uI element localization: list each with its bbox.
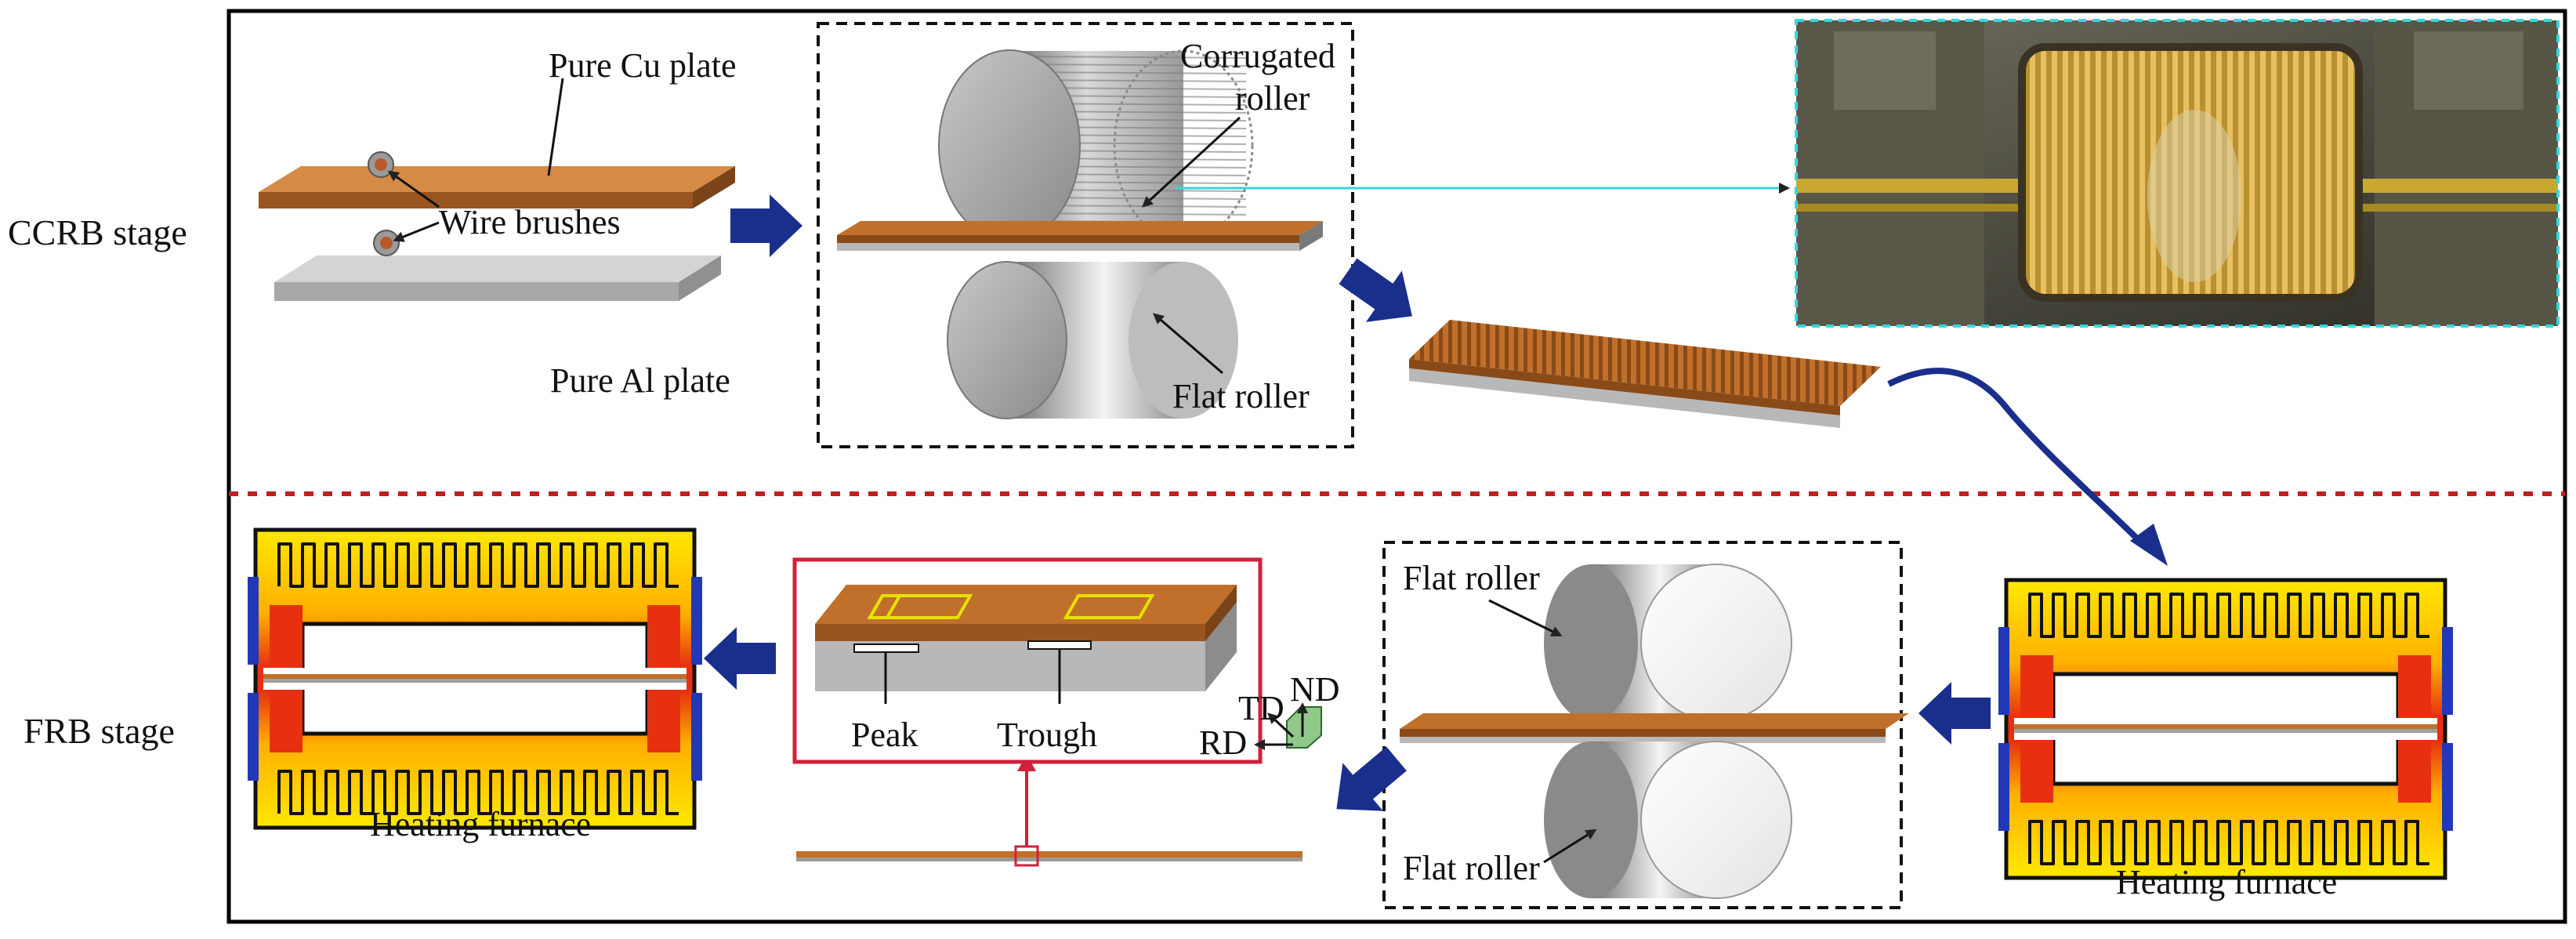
- label-roller: roller: [1235, 79, 1310, 118]
- transfer-arrowhead-icon: [2130, 524, 2168, 566]
- leader-brush-2: [393, 221, 440, 242]
- cu-plate: [259, 166, 735, 208]
- corrugated-rolling-box: [817, 22, 1354, 448]
- transfer-arrow-icon: [1887, 368, 2150, 551]
- corrugated-roller: [938, 49, 1254, 242]
- flat-roller-lower-ccrb: [947, 261, 1238, 419]
- arrow-left-icon: [704, 627, 776, 690]
- label-heating-furnace-right: Heating furnace: [2116, 863, 2337, 901]
- flat-roller-upper: [1544, 564, 1792, 722]
- heating-furnace-right: [1998, 578, 2453, 880]
- sample-block: [815, 585, 1237, 691]
- al-plate: [274, 256, 721, 301]
- wire-brush-icon: [368, 151, 394, 178]
- leader-flat-upper: [1488, 599, 1563, 636]
- leader-flat-lower: [1543, 828, 1597, 864]
- final-strip: [796, 851, 1302, 861]
- stage-label-ccrb: CCRB stage: [8, 212, 187, 252]
- label-flat-roller-upper: Flat roller: [1403, 559, 1540, 597]
- axis-triad: [1254, 702, 1322, 750]
- label-td: TD: [1238, 689, 1284, 727]
- leader-cu: [547, 78, 564, 176]
- arrow-down-right-icon: [1339, 258, 1412, 322]
- label-al-plate: Pure Al plate: [550, 361, 730, 400]
- leader-flat-ccrb: [1152, 313, 1223, 375]
- rolled-strip: [837, 221, 1323, 251]
- stage-label-frb: FRB stage: [24, 711, 175, 751]
- corrugated-plate: [1409, 320, 1881, 428]
- label-heating-furnace-left: Heating furnace: [370, 805, 591, 843]
- label-corrugated: Corrugated: [1180, 37, 1335, 75]
- arrow-left-icon: [1918, 682, 1991, 745]
- label-wire-brushes: Wire brushes: [439, 203, 621, 241]
- arrow-down-left-icon: [1336, 746, 1407, 811]
- heating-furnace-left: [248, 528, 702, 830]
- arrow-right-icon: [730, 194, 803, 257]
- label-flat-roller-ccrb: Flat roller: [1172, 377, 1310, 415]
- flat-rolling-box: [1382, 541, 1903, 909]
- label-rd: RD: [1199, 723, 1247, 762]
- roller-photo: [1795, 19, 2560, 328]
- leader-brush-1: [387, 170, 440, 208]
- wire-brush-icon: [373, 230, 400, 256]
- frb-strip: [1400, 713, 1909, 743]
- label-nd: ND: [1290, 670, 1340, 709]
- label-cu-plate: Pure Cu plate: [549, 46, 737, 85]
- leader-corrugated: [1142, 116, 1241, 208]
- label-peak: Peak: [851, 716, 918, 754]
- label-trough: Trough: [997, 716, 1097, 754]
- flat-roller-lower: [1544, 741, 1792, 899]
- outer-frame: [226, 9, 2567, 924]
- label-flat-roller-lower: Flat roller: [1403, 849, 1540, 887]
